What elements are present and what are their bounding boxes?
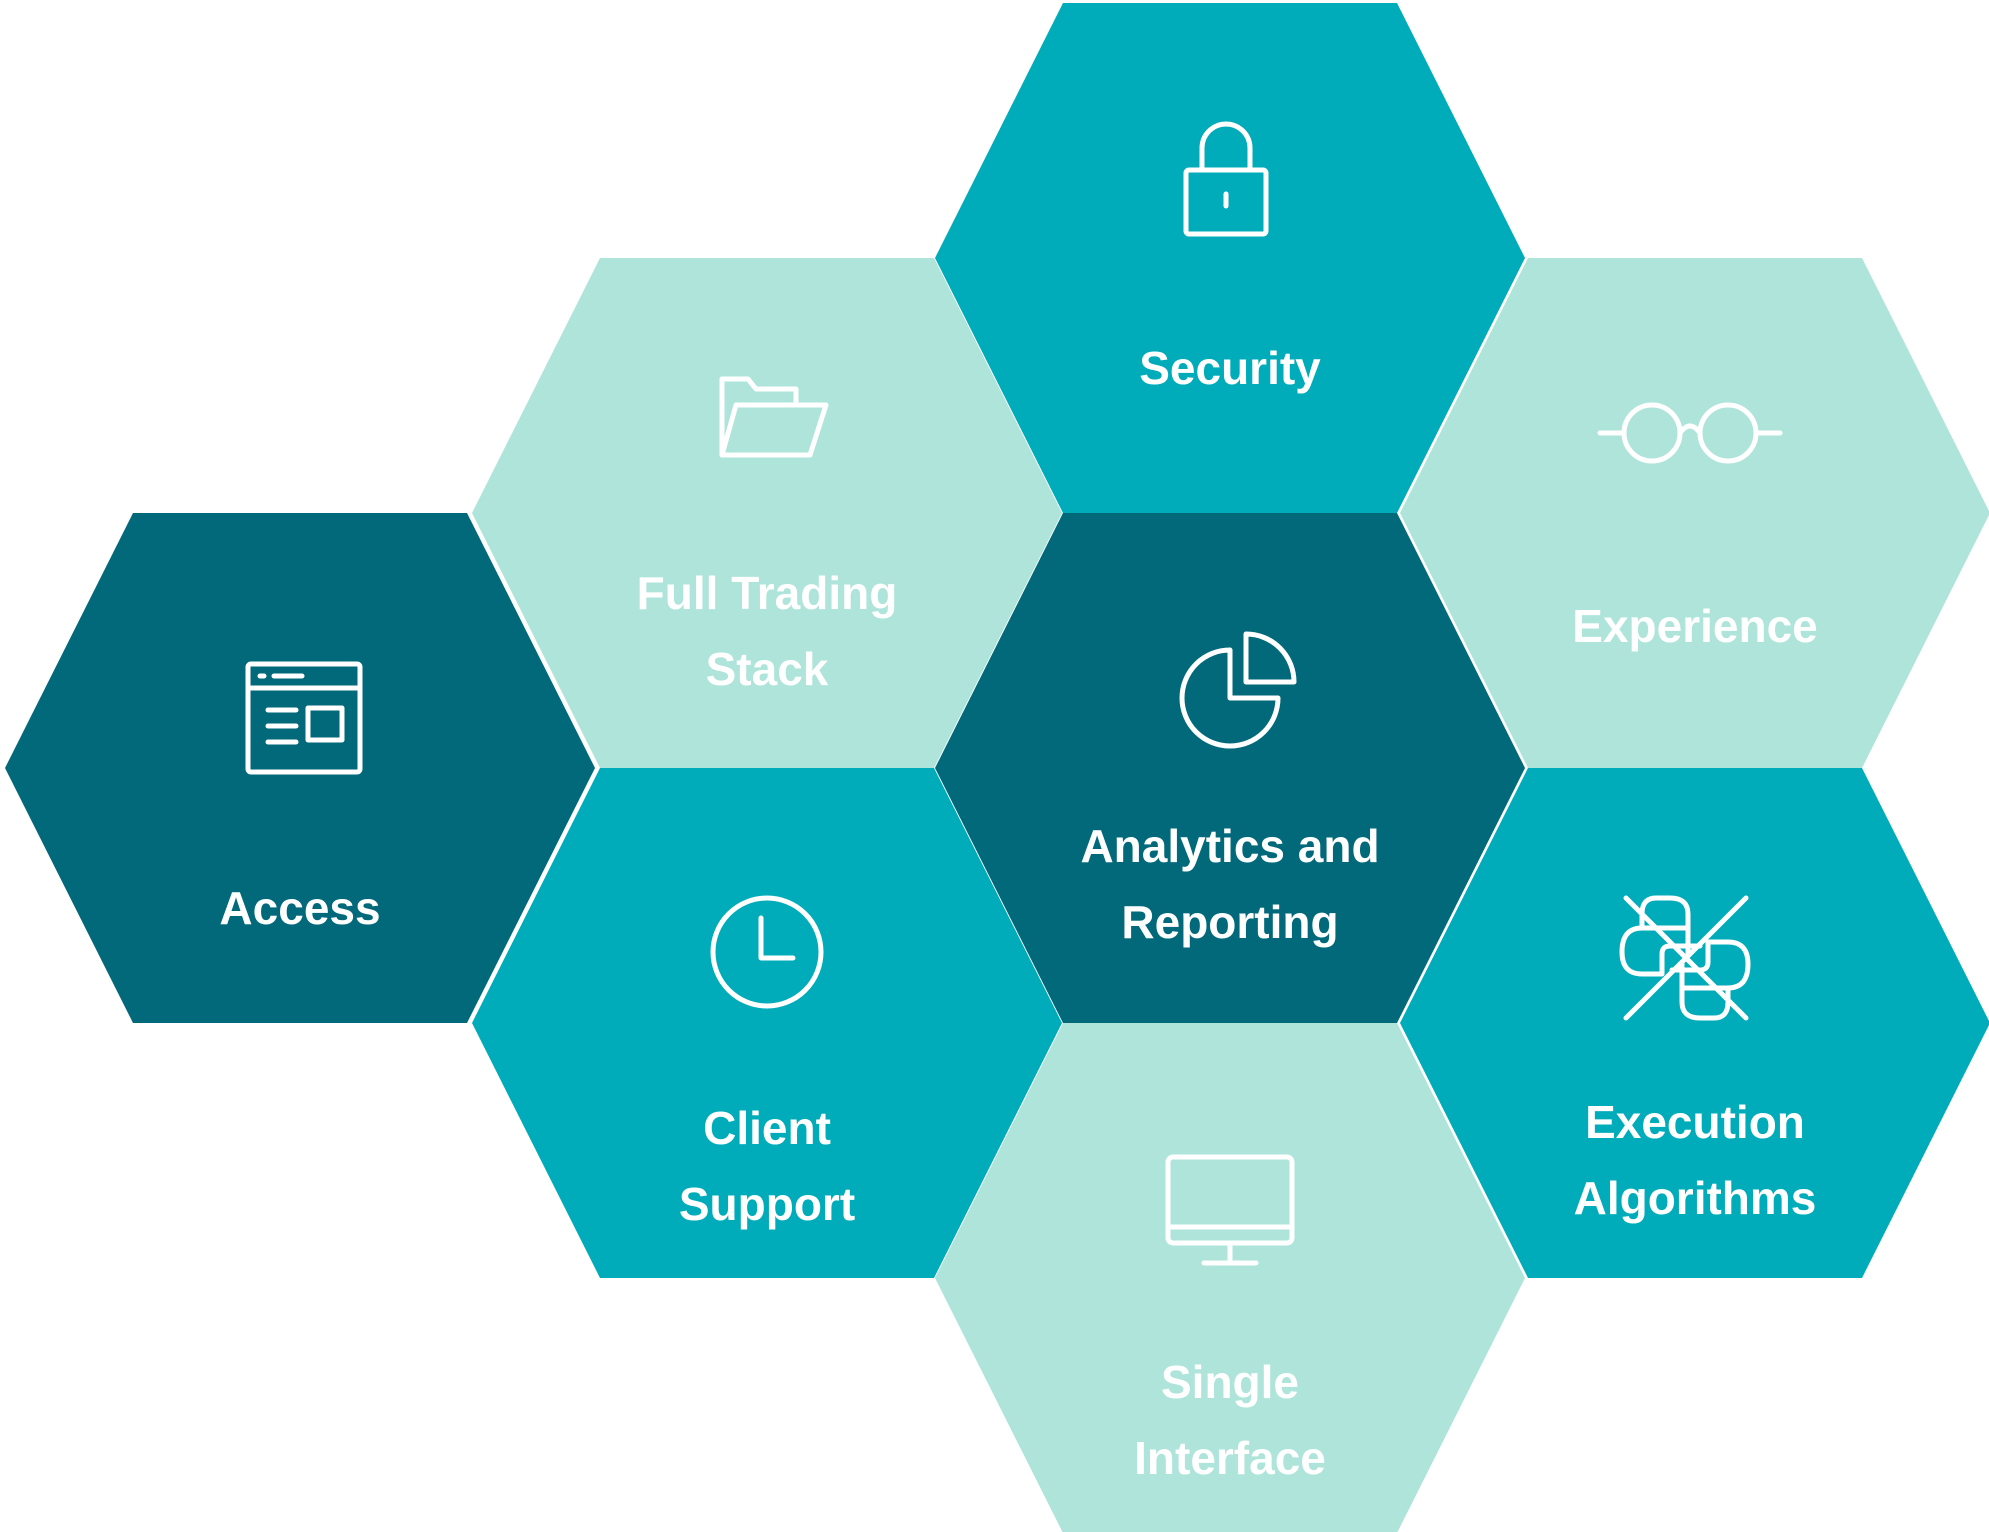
hexagon-label-line: Stack [705, 643, 829, 695]
pie-chart-icon [1179, 631, 1297, 749]
hexagon-access [5, 513, 595, 1023]
hexagon-label-experience: Experience [1572, 588, 1817, 664]
hexagon-label-access: Access [219, 870, 380, 946]
hexagon-shape-analytics-and-reporting [935, 513, 1525, 1023]
hexagon-shape-security [935, 3, 1525, 513]
hexagon-label-line: Algorithms [1573, 1172, 1817, 1224]
hexagon-label-line: Security [1139, 342, 1321, 394]
hexagon-client-support [472, 768, 1062, 1278]
lock-icon [1183, 121, 1269, 237]
hexagon-label-line: Experience [1572, 600, 1818, 652]
glasses-icon [1597, 402, 1783, 464]
browser-window-icon [245, 661, 363, 775]
hexagon-label-line: Access [219, 882, 381, 934]
hexagon-experience [1400, 258, 1989, 768]
hexagon-label-security: Security [1139, 330, 1321, 406]
hexagon-shape-single-interface [935, 1023, 1525, 1532]
hexagon-shape-experience [1400, 258, 1989, 768]
folder-icon [719, 376, 829, 458]
hexagon-label-line: Interface [1134, 1432, 1326, 1484]
hexagon-security [935, 3, 1525, 513]
hexagon-label-line: Execution [1585, 1096, 1805, 1148]
hexagon-single-interface [935, 1023, 1525, 1532]
hexagon-label-line: Analytics and [1080, 820, 1380, 872]
monitor-icon [1165, 1154, 1295, 1266]
hexagon-label-line: Support [678, 1178, 856, 1230]
hexagon-label-line: Single [1160, 1356, 1300, 1408]
python-crossed-icon [1619, 895, 1751, 1021]
hexagon-shape-full-trading-stack [472, 258, 1062, 768]
hexagon-execution-algorithms [1400, 768, 1989, 1278]
hexagon-label-line: Full Trading [636, 567, 898, 619]
hexagon-shape-execution-algorithms [1400, 768, 1989, 1278]
hexagon-label-line: Reporting [1121, 896, 1339, 948]
hexagon-shape-access [5, 513, 595, 1023]
hexagon-shape-client-support [472, 768, 1062, 1278]
clock-icon [710, 895, 824, 1009]
hexagon-analytics-and-reporting [935, 513, 1525, 1023]
hexagon-full-trading-stack [472, 258, 1062, 768]
hexagon-label-line: Client [703, 1102, 831, 1154]
